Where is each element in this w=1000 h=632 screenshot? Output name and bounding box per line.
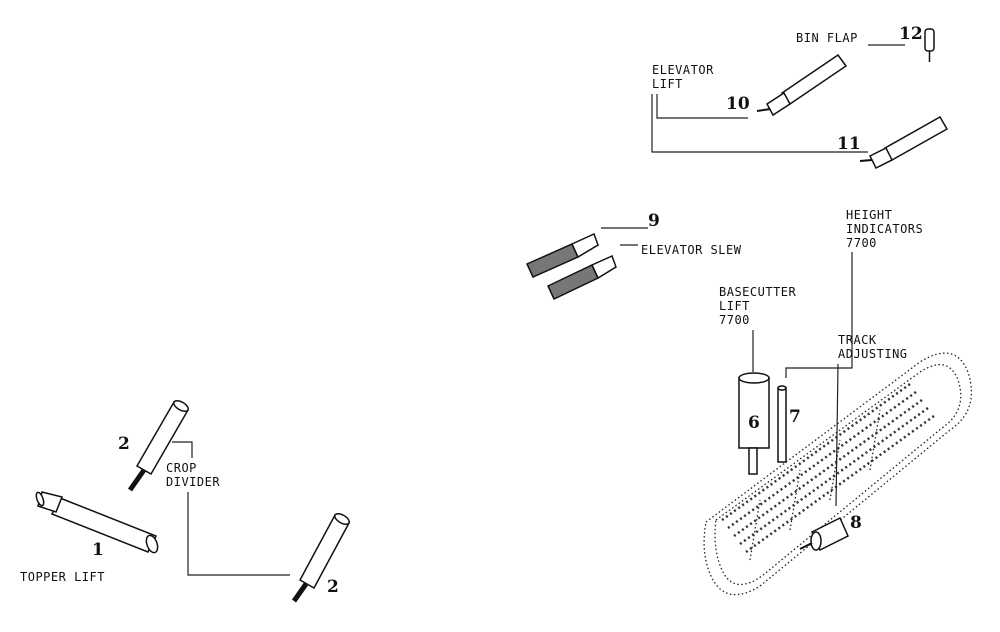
elevator-lift-leader-10 — [656, 94, 748, 119]
elevator-slew-label: ELEVATOR SLEW — [641, 243, 742, 257]
elevator-slew-cylinder-upper — [526, 232, 599, 278]
height-indicators-label-line2: INDICATORS — [846, 222, 923, 236]
crop-divider-cylinder-lower — [291, 512, 351, 603]
crop-divider-leader-lower — [187, 492, 290, 576]
track-assembly — [703, 352, 972, 596]
elevator-lift-cylinder-10 — [756, 53, 848, 117]
crop-divider-label-line2: DIVIDER — [166, 475, 220, 489]
bin-flap-label: BIN FLAP — [796, 31, 858, 45]
track-adjusting-leader — [835, 363, 839, 507]
track-adjusting-label-line2: ADJUSTING — [838, 347, 908, 361]
track-adjusting-cylinder-8 — [799, 516, 849, 552]
part-number-6: 6 — [748, 413, 760, 433]
topper-lift-label: TOPPER LIFT — [20, 570, 105, 584]
crop-divider-label-line1: CROP — [166, 461, 197, 475]
part-number-7: 7 — [789, 407, 801, 427]
bin-flap-cylinder — [924, 28, 935, 62]
part-number-10: 10 — [726, 94, 750, 114]
elevator-slew-cylinder-lower — [547, 254, 617, 301]
height-indicators-label-line1: HEIGHT — [846, 208, 892, 222]
elevator-lift-leader-11 — [651, 94, 868, 153]
part-number-9: 9 — [648, 211, 660, 231]
basecutter-lift-label-line2: LIFT — [719, 299, 750, 313]
crop-divider-leader-upper — [172, 441, 193, 458]
basecutter-lift-label-line1: BASECUTTER — [719, 285, 797, 299]
elevator-lift-label-line1: ELEVATOR — [652, 63, 714, 77]
part-number-12: 12 — [899, 24, 923, 44]
height-indicators-label-line3: 7700 — [846, 236, 877, 250]
part-number-2-upper: 2 — [118, 434, 130, 454]
height-indicators-leader — [785, 252, 853, 378]
elevator-lift-label-line2: LIFT — [652, 77, 683, 91]
basecutter-lift-label-line3: 7700 — [719, 313, 750, 327]
part-number-2-lower: 2 — [327, 577, 339, 597]
part-number-11: 11 — [837, 134, 861, 154]
basecutter-cylinder-6 — [738, 372, 770, 475]
elevator-lift-cylinder-11 — [859, 115, 949, 170]
part-number-8: 8 — [850, 513, 862, 533]
crop-divider-cylinder-upper — [127, 399, 190, 492]
topper-lift-cylinder — [35, 491, 159, 554]
track-adjusting-label-line1: TRACK — [838, 333, 877, 347]
height-indicator-rod-7 — [777, 385, 787, 463]
part-number-1: 1 — [92, 540, 104, 560]
